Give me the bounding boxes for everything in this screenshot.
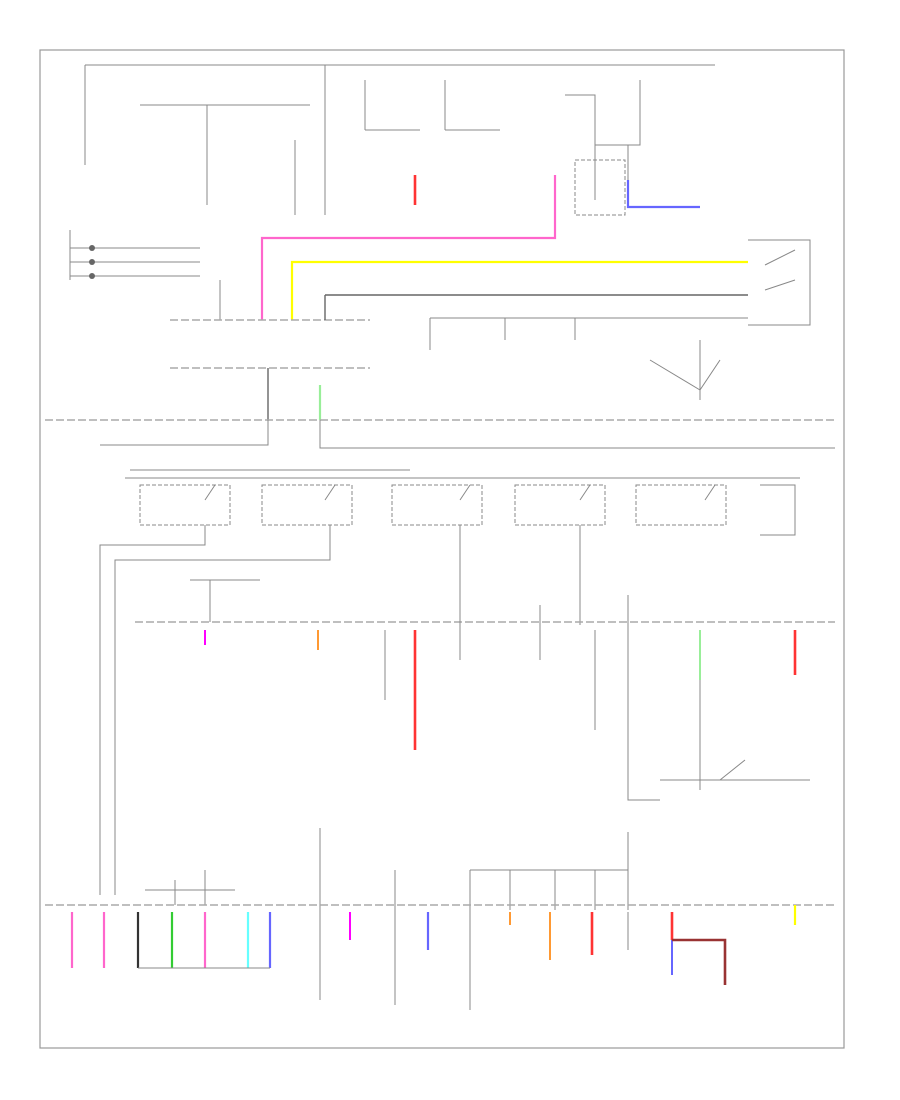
top-colored-wires <box>260 175 748 320</box>
wire-yellow-main <box>290 260 748 320</box>
middle-fuse-row <box>135 579 835 801</box>
relay-row <box>99 469 800 895</box>
upper-module-row <box>170 239 811 400</box>
left-grounds <box>69 230 221 320</box>
bottom-section <box>45 828 835 1010</box>
top-section <box>84 64 715 216</box>
diagram-frame <box>39 49 845 1049</box>
wire-dark-red-b15 <box>672 938 727 985</box>
main-bus <box>45 367 835 449</box>
wire-pink-main <box>260 175 557 320</box>
wire-blue-top <box>626 180 700 209</box>
